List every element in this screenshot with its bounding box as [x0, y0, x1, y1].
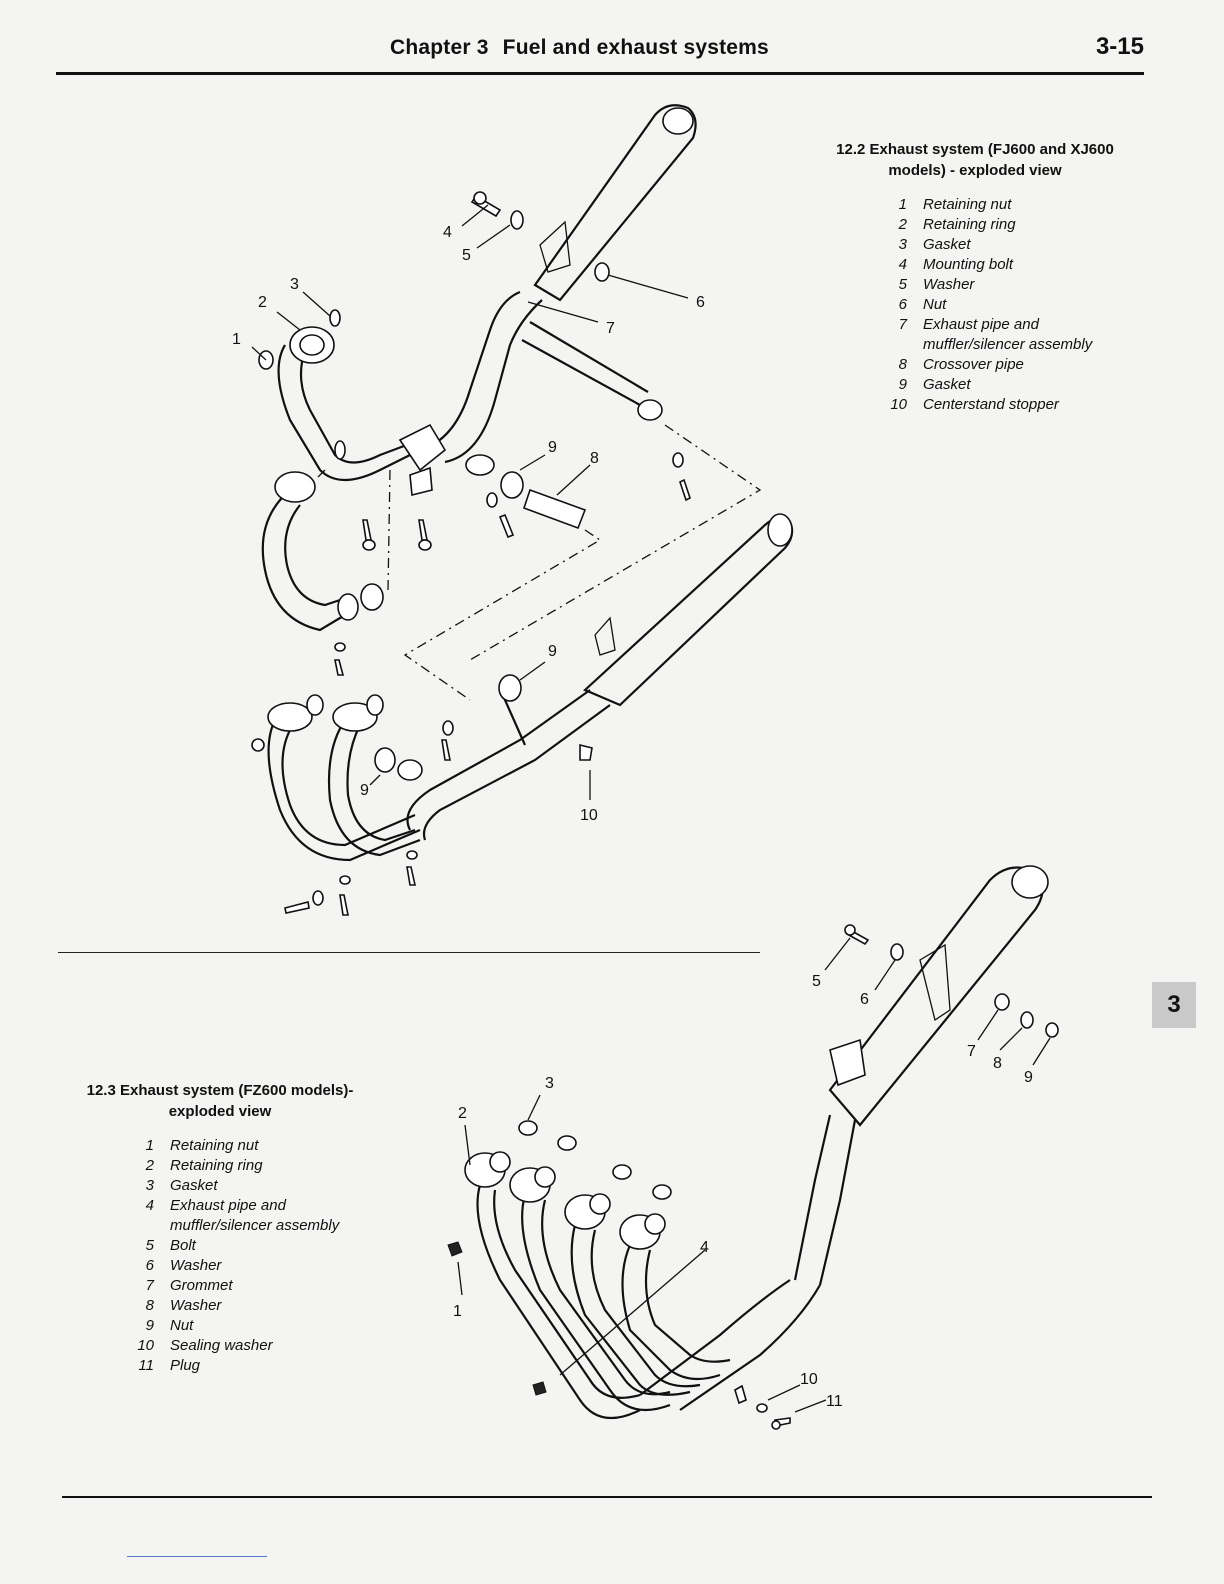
header-rule — [56, 72, 1144, 75]
callout-b-11: 11 — [826, 1393, 843, 1410]
callout-b-10: 10 — [800, 1371, 818, 1388]
callout-a-9-upper: 9 — [548, 439, 557, 456]
callout-a-10: 10 — [580, 807, 598, 824]
section-divider — [58, 952, 760, 953]
callout-a-7: 7 — [606, 320, 615, 337]
callout-a-9-middle: 9 — [548, 643, 557, 660]
figure-a-callouts: 1 2 3 4 5 6 7 8 9 9 9 10 — [232, 224, 705, 824]
callout-a-3: 3 — [290, 276, 299, 293]
figure-b-drawing — [447, 865, 1059, 1430]
figure-b-leaders — [457, 937, 1051, 1413]
figure-a-leaders — [251, 204, 689, 800]
callout-b-3: 3 — [545, 1075, 554, 1092]
chapter-title: Fuel and exhaust systems — [502, 36, 769, 59]
callout-b-8: 8 — [993, 1055, 1002, 1072]
figure-b-callouts: 1 2 3 4 5 6 7 8 9 10 11 — [453, 973, 1033, 1410]
callout-b-6: 6 — [860, 991, 869, 1008]
figure-b-caption-title: 12.3 Exhaust system (FZ600 models)- expl… — [86, 1082, 354, 1120]
callout-a-4: 4 — [443, 224, 452, 241]
figure-a-caption-title: 12.2 Exhaust system (FJ600 and XJ600 mod… — [836, 141, 1114, 179]
callout-b-1: 1 — [453, 1303, 462, 1320]
page-number: 3-15 — [1095, 33, 1144, 60]
callout-a-6: 6 — [696, 294, 705, 311]
callout-a-9-lower: 9 — [360, 782, 369, 799]
callout-b-4: 4 — [700, 1239, 709, 1256]
callout-b-5: 5 — [812, 973, 821, 990]
callout-a-5: 5 — [462, 247, 471, 264]
footer-link-underline — [127, 1556, 267, 1557]
chapter-heading: Chapter 3 Fuel and exhaust systems — [390, 36, 769, 60]
callout-a-1: 1 — [232, 331, 241, 348]
figure-a-drawing — [251, 104, 794, 916]
chapter-label: Chapter 3 — [390, 36, 489, 59]
callout-b-7: 7 — [967, 1043, 976, 1060]
callout-a-8: 8 — [590, 450, 599, 467]
callout-a-2: 2 — [258, 294, 267, 311]
footer-rule — [62, 1496, 1152, 1498]
chapter-thumb-tab: 3 — [1152, 982, 1196, 1028]
figure-b-caption: 12.3 Exhaust system (FZ600 models)- expl… — [70, 1080, 370, 1376]
figure-a-caption: 12.2 Exhaust system (FJ600 and XJ600 mod… — [815, 139, 1135, 415]
callout-b-2: 2 — [458, 1105, 467, 1122]
callout-b-9: 9 — [1024, 1069, 1033, 1086]
